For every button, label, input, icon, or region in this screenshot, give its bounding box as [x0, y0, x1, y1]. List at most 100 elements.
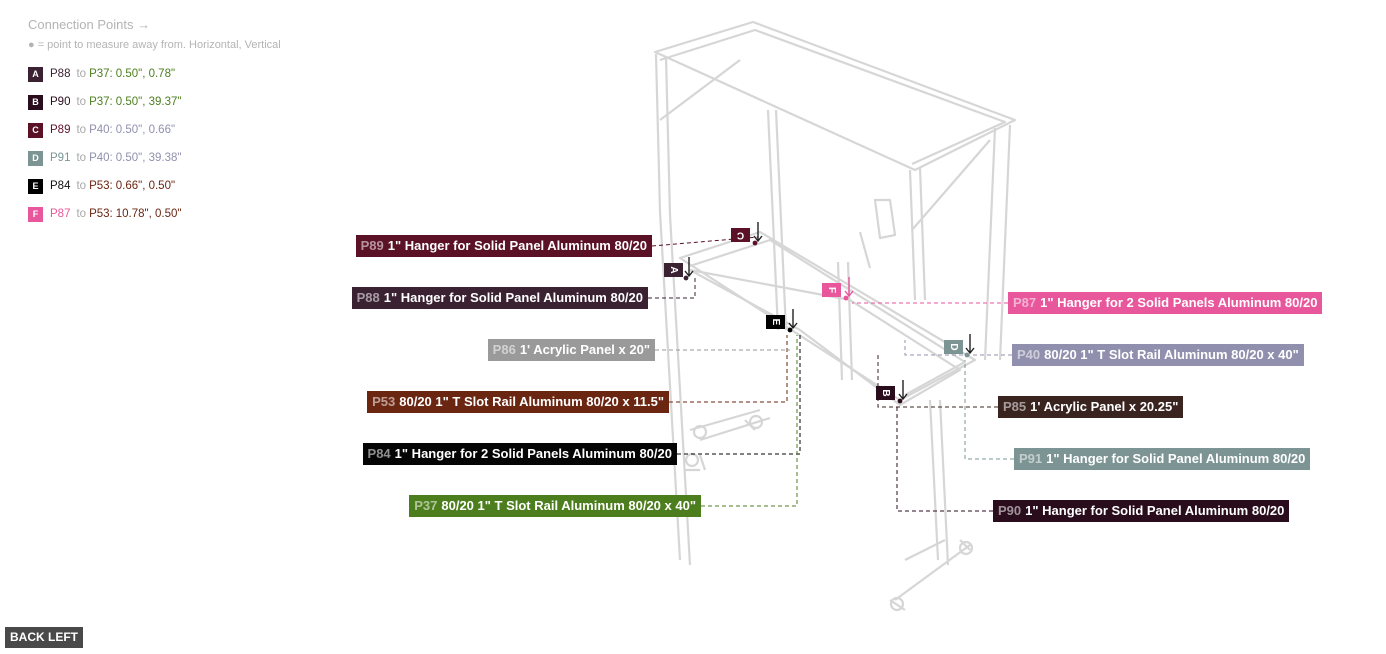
marker-letter: B	[880, 389, 891, 396]
leader-line	[669, 335, 788, 403]
frame-member	[664, 56, 672, 216]
frame-member	[998, 124, 1012, 361]
connection-from-part: P89	[50, 124, 71, 136]
connection-separator: :	[109, 208, 113, 220]
frame-member	[698, 454, 707, 471]
part-description: 1' Acrylic Panel x 20.25"	[1030, 399, 1179, 414]
part-id: P85	[1003, 399, 1027, 414]
part-description: 1" Hanger for Solid Panel Aluminum 80/20	[383, 290, 643, 305]
connection-marker-c[interactable]: C	[731, 222, 763, 246]
frame-member	[689, 238, 967, 396]
connection-to-part: P37	[89, 68, 110, 80]
back-left-button[interactable]: BACK LEFT	[5, 627, 83, 648]
frame-member	[894, 544, 971, 601]
leader-line	[701, 335, 798, 507]
leader-line	[877, 352, 998, 408]
connection-letter-badge: D	[28, 150, 43, 166]
connection-values: 10.78", 0.50"	[115, 208, 182, 220]
part-description: 80/20 1" T Slot Rail Aluminum 80/20 x 40…	[441, 498, 696, 513]
connection-to-part: P53	[89, 180, 110, 192]
frame-member	[873, 198, 897, 240]
leader-lines	[648, 236, 1014, 512]
connection-to-part: P40	[89, 124, 110, 136]
leader-line	[896, 405, 993, 512]
part-id: P90	[998, 503, 1022, 518]
frame-member	[911, 139, 991, 231]
connection-to-word: to	[76, 152, 87, 164]
down-arrow-icon	[965, 334, 975, 355]
connection-values: 0.50", 39.38"	[115, 152, 182, 164]
marker-letter: C	[737, 230, 744, 241]
part-description: 1" Hanger for 2 Solid Panels Aluminum 80…	[394, 446, 672, 461]
connection-from-part: P87	[50, 208, 71, 220]
down-arrow-icon	[788, 309, 798, 330]
part-id: P88	[356, 290, 380, 305]
frame-member	[774, 109, 788, 331]
part-id: P40	[1017, 347, 1041, 362]
part-id: P37	[414, 498, 438, 513]
connection-values: 0.66", 0.50"	[115, 180, 176, 192]
frame-member	[699, 416, 771, 442]
connection-from-part: P88	[50, 68, 71, 80]
connection-separator: :	[109, 152, 113, 164]
measure-point-dot	[843, 295, 849, 301]
part-description: 1" Hanger for Solid Panel Aluminum 80/20	[1046, 451, 1306, 466]
connection-values: 0.50", 39.37"	[115, 96, 182, 108]
frame-member	[928, 399, 940, 561]
marker-letter: D	[948, 343, 959, 350]
connection-markers: C A F E D B	[664, 222, 975, 404]
frame-member	[904, 539, 946, 561]
connection-points-note: ● = point to measure away from. Horizont…	[28, 39, 281, 51]
part-description: 80/20 1" T Slot Rail Aluminum 80/20 x 11…	[399, 394, 664, 409]
connection-marker-b[interactable]: B	[876, 380, 908, 404]
part-description: 1" Hanger for Solid Panel Aluminum 80/20	[387, 238, 647, 253]
connection-from-part: P84	[50, 180, 71, 192]
connection-points-title[interactable]: Connection Points →	[28, 17, 151, 32]
frame-member	[659, 28, 1007, 166]
frame-member	[654, 53, 662, 213]
frame-member	[836, 261, 844, 381]
connection-marker-f[interactable]: F	[822, 277, 854, 301]
caster-wheel	[684, 452, 700, 468]
frame-member	[659, 59, 741, 121]
connection-to-word: to	[76, 180, 87, 192]
connection-to-word: to	[76, 208, 87, 220]
caster-wheel	[692, 424, 708, 440]
connection-marker-a[interactable]: A	[664, 257, 694, 281]
measure-point-dot	[683, 275, 689, 281]
marker-letter: F	[826, 287, 837, 293]
leader-line	[648, 275, 696, 299]
connection-to-part: P37	[89, 96, 110, 108]
connection-values: 0.50", 0.66"	[115, 124, 176, 136]
down-arrow-icon	[753, 222, 763, 243]
connection-separator: :	[109, 68, 113, 80]
connection-separator: :	[109, 96, 113, 108]
connection-marker-e[interactable]: E	[766, 309, 798, 333]
leader-line	[964, 360, 1014, 460]
frame-member	[908, 169, 917, 301]
frame-member	[678, 230, 977, 402]
measure-point-dot	[964, 352, 970, 358]
down-arrow-icon	[898, 380, 908, 401]
connection-to-word: to	[76, 124, 87, 136]
frame-drawing	[653, 20, 1017, 612]
connection-marker-d[interactable]: D	[944, 334, 975, 358]
